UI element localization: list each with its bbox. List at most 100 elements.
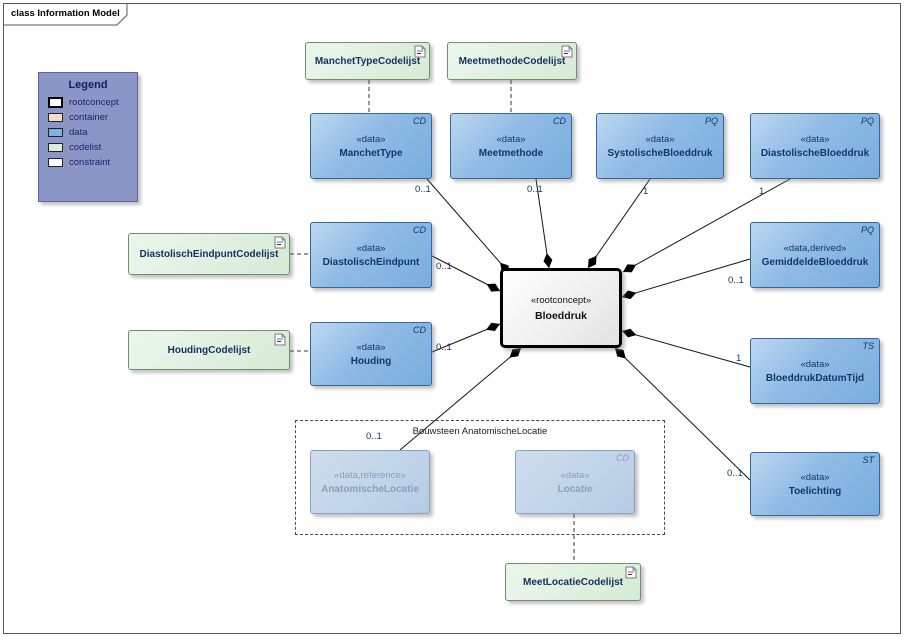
stereotype: «data,reference» <box>334 469 406 481</box>
multiplicity-systolischebloeddruk: 1 <box>643 186 649 197</box>
data-node-locatie[interactable]: CD «data» Locatie <box>515 450 635 514</box>
association-systolischebloeddruk-bloeddruk[interactable] <box>587 178 651 269</box>
node-name: Locatie <box>557 483 593 495</box>
stereotype: «data» <box>645 133 675 145</box>
multiplicity-manchettype: 0..1 <box>415 184 431 195</box>
type-code: CD <box>413 325 426 335</box>
association-anatomischelocatie-bloeddruk[interactable] <box>399 347 522 451</box>
data-node-anatomischelocatie[interactable]: «data,reference» AnatomischeLocatie <box>310 450 430 514</box>
document-icon <box>414 45 426 58</box>
node-name: AnatomischeLocatie <box>321 483 419 495</box>
codelist-node-houdingcodelijst[interactable]: HoudingCodelijst <box>128 330 290 370</box>
association-diastolischebloeddruk-bloeddruk[interactable] <box>622 178 791 273</box>
association-manchettype-bloeddruk[interactable] <box>426 178 511 275</box>
legend-item-label: codelist <box>69 142 102 153</box>
document-icon <box>274 333 286 346</box>
multiplicity-toelichting: 0..1 <box>727 468 743 479</box>
association-diastolischeindpunt-bloeddruk[interactable] <box>431 255 501 292</box>
rootconcept-color-chip <box>48 97 63 108</box>
codelist-name: MeetmethodeCodelijst <box>458 55 566 67</box>
legend-title: Legend <box>68 79 108 91</box>
multiplicity-bloeddrukdatumtijd: 1 <box>736 353 742 364</box>
codelist-node-meetmethodecodelijst[interactable]: MeetmethodeCodelijst <box>447 42 577 80</box>
type-code: TS <box>862 341 874 351</box>
type-code: CD <box>616 453 629 463</box>
type-code: CD <box>413 225 426 235</box>
document-icon <box>274 236 286 249</box>
association-houding-bloeddruk[interactable] <box>431 322 501 353</box>
data-node-bloeddrukdatumtijd[interactable]: TS «data» BloeddrukDatumTijd <box>750 338 880 404</box>
diagram-frame <box>3 3 901 634</box>
data-color-chip <box>48 128 63 137</box>
codelist-name: MeetLocatieCodelijst <box>522 576 624 588</box>
codelist-name: DiastolischEindpuntCodelijst <box>139 248 279 260</box>
node-name: SystolischeBloeddruk <box>607 147 713 159</box>
legend-item-rootconcept: rootconcept <box>39 95 137 110</box>
stereotype: «data» <box>800 358 830 370</box>
type-code: PQ <box>860 225 874 235</box>
legend-item-codelist: codelist <box>39 140 137 155</box>
node-name: BloeddrukDatumTijd <box>765 372 865 384</box>
association-meetmethode-bloeddruk[interactable] <box>535 178 553 269</box>
document-icon <box>561 45 573 58</box>
node-name: Toelichting <box>788 485 842 497</box>
multiplicity-anatomischelocatie: 0..1 <box>366 431 382 442</box>
data-node-systolischebloeddruk[interactable]: PQ «data» SystolischeBloeddruk <box>596 113 724 179</box>
data-node-toelichting[interactable]: ST «data» Toelichting <box>750 452 880 516</box>
multiplicity-houding: 0..1 <box>436 342 452 353</box>
stereotype: «data» <box>356 133 386 145</box>
data-node-manchettype[interactable]: CD «data» ManchetType <box>310 113 432 179</box>
data-node-meetmethode[interactable]: CD «data» Meetmethode <box>450 113 572 179</box>
legend-item-container: container <box>39 110 137 125</box>
frame-tab-title: class Information Model <box>11 8 120 19</box>
frame-tab-shape <box>3 3 128 26</box>
stereotype: «data,derived» <box>783 242 847 254</box>
multiplicity-meetmethode: 0..1 <box>527 184 543 195</box>
legend-item-label: container <box>69 112 109 123</box>
association-bloeddrukdatumtijd-bloeddruk[interactable] <box>621 328 751 368</box>
legend-item-label: constraint <box>69 157 111 168</box>
association-gemiddeldebloeddruk-bloeddruk[interactable] <box>621 258 751 300</box>
node-name: DiastolischeBloeddruk <box>760 147 870 159</box>
legend-item-label: rootconcept <box>69 97 119 108</box>
association-toelichting-bloeddruk[interactable] <box>614 347 751 481</box>
node-name: GemiddeldeBloeddruk <box>761 256 869 268</box>
type-code: PQ <box>704 116 718 126</box>
node-name: ManchetType <box>339 147 403 159</box>
codelist-color-chip <box>48 143 63 152</box>
constraint-color-chip <box>48 158 63 167</box>
codelist-node-meetlocatiecodelijst[interactable]: MeetLocatieCodelijst <box>505 563 641 601</box>
type-code: PQ <box>860 116 874 126</box>
rootconcept-node-bloeddruk[interactable]: «rootconcept» Bloeddruk <box>500 268 622 348</box>
codelist-node-diastolischeindpuntcodelijst[interactable]: DiastolischEindpuntCodelijst <box>128 233 290 275</box>
codelist-node-manchettypecodelijst[interactable]: ManchetTypeCodelijst <box>305 42 430 80</box>
type-code: CD <box>413 116 426 126</box>
data-node-gemiddeldebloeddruk[interactable]: PQ «data,derived» GemiddeldeBloeddruk <box>750 222 880 288</box>
legend-item-data: data <box>39 125 137 140</box>
data-node-diastolischeindpunt[interactable]: CD «data» DiastolischEindpunt <box>310 222 432 288</box>
container-label: Bouwsteen AnatomischeLocatie <box>412 426 548 437</box>
stereotype: «data» <box>560 469 590 481</box>
stereotype: «data» <box>800 133 830 145</box>
legend-panel: Legend rootconcept container data codeli… <box>38 72 138 202</box>
data-node-diastolischebloeddruk[interactable]: PQ «data» DiastolischeBloeddruk <box>750 113 880 179</box>
container-bouwsteen-anatomischelocatie[interactable]: Bouwsteen AnatomischeLocatie <box>295 420 665 535</box>
multiplicity-gemiddeldebloeddruk: 0..1 <box>728 275 744 286</box>
legend-item-constraint: constraint <box>39 155 137 170</box>
type-code: CD <box>553 116 566 126</box>
node-name: Bloeddruk <box>535 309 587 322</box>
codelist-name: HoudingCodelijst <box>167 344 251 356</box>
node-name: DiastolischEindpunt <box>322 256 420 268</box>
stereotype: «rootconcept» <box>530 294 592 306</box>
container-color-chip <box>48 113 63 122</box>
legend-item-label: data <box>69 127 88 138</box>
multiplicity-diastolischeindpunt: 0..1 <box>436 261 452 272</box>
codelist-name: ManchetTypeCodelijst <box>314 55 421 67</box>
node-name: Meetmethode <box>478 147 544 159</box>
data-node-houding[interactable]: CD «data» Houding <box>310 322 432 386</box>
node-name: Houding <box>350 355 392 367</box>
document-icon <box>625 566 637 579</box>
multiplicity-diastolischebloeddruk: 1 <box>759 186 765 197</box>
